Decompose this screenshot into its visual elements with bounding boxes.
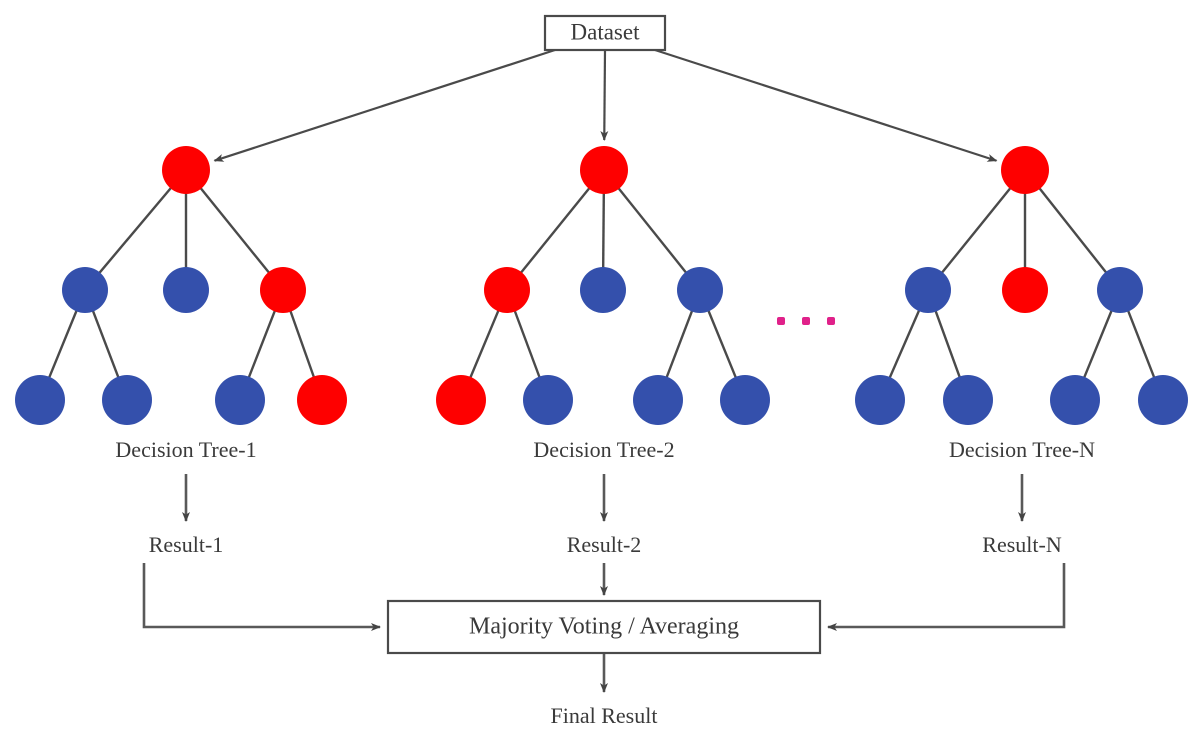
edge-t2-c-t2-l3 (665, 310, 694, 379)
tree-node-blue (1050, 375, 1100, 425)
dataset-box (543, 14, 667, 52)
edge-t1-c-t1-l4 (289, 310, 316, 378)
tree-node-red (580, 146, 628, 194)
tree-node-blue (943, 375, 993, 425)
edge-t1-root-t1-a (98, 186, 173, 274)
tree-2-result-label: Result-2 (567, 532, 642, 557)
tree-node-blue (633, 375, 683, 425)
tree-node-blue (15, 375, 65, 425)
tree-node-blue (102, 375, 152, 425)
tree-node-blue (1138, 375, 1188, 425)
edge-tn-root-tn-c (1038, 187, 1108, 274)
edge-tn-c-tn-l3 (1082, 309, 1113, 379)
dataset-to-tree-n-arrow (654, 48, 998, 162)
tree-n-caption: Decision Tree-N (949, 437, 1095, 462)
tree-1-caption: Decision Tree-1 (115, 437, 256, 462)
aggregator-box (386, 599, 822, 655)
tree-2-caption: Decision Tree-2 (533, 437, 674, 462)
tree-node-red (484, 267, 530, 313)
tree-n-result-label: Result-N (982, 532, 1062, 557)
tree-node-layer (15, 146, 1188, 425)
tree-node-blue (523, 375, 573, 425)
tree-node-blue (677, 267, 723, 313)
tree-node-blue (580, 267, 626, 313)
edge-t1-a-t1-l1 (47, 309, 78, 379)
tree-node-blue (855, 375, 905, 425)
tree-n-result-to-aggregator-arrow (827, 563, 1066, 631)
dataset-distribution-arrows (213, 48, 998, 162)
edge-tn-a-tn-l1 (888, 309, 921, 379)
tree-edge-layer (47, 186, 1156, 379)
aggregator-label: Majority Voting / Averaging (469, 614, 739, 640)
tree-node-red (162, 146, 210, 194)
ellipsis-dot-icon (802, 317, 810, 325)
dataset-to-tree-1-arrow (213, 48, 556, 162)
final-result-label: Final Result (551, 703, 658, 728)
dataset-to-tree-2-arrow (600, 49, 609, 142)
edge-t1-root-t1-c (199, 187, 271, 274)
edge-t2-root-t2-b (601, 192, 606, 269)
ellipsis-dot-icon (827, 317, 835, 325)
edge-t2-a-t2-l1 (469, 309, 500, 379)
tree-node-blue (215, 375, 265, 425)
tree-node-blue (163, 267, 209, 313)
edge-t2-root-t2-c (617, 187, 688, 274)
tree-node-red (1002, 267, 1048, 313)
ellipsis-icon (777, 317, 835, 325)
edge-t1-c-t1-l3 (247, 310, 277, 379)
edge-t2-a-t2-l2 (513, 310, 541, 378)
result-flow-layer (142, 474, 1066, 693)
edge-tn-a-tn-l2 (934, 310, 961, 378)
tree-node-red (260, 267, 306, 313)
tree-node-red (297, 375, 347, 425)
tree-node-blue (1097, 267, 1143, 313)
tree-node-red (1001, 146, 1049, 194)
tree-node-blue (62, 267, 108, 313)
tree-node-blue (905, 267, 951, 313)
ellipsis-dot-icon (777, 317, 785, 325)
tree-1-result-label: Result-1 (149, 532, 224, 557)
edge-t2-c-t2-l4 (707, 309, 738, 379)
tree-node-red (436, 375, 486, 425)
dataset-label: Dataset (571, 19, 641, 44)
tree-1-result-to-aggregator-arrow (142, 563, 381, 631)
edge-tn-root-tn-a (940, 187, 1012, 274)
edge-t2-root-t2-a (519, 187, 591, 274)
edge-t1-a-t1-l2 (91, 310, 120, 379)
edge-tn-c-tn-l4 (1126, 310, 1156, 379)
tree-node-blue (720, 375, 770, 425)
